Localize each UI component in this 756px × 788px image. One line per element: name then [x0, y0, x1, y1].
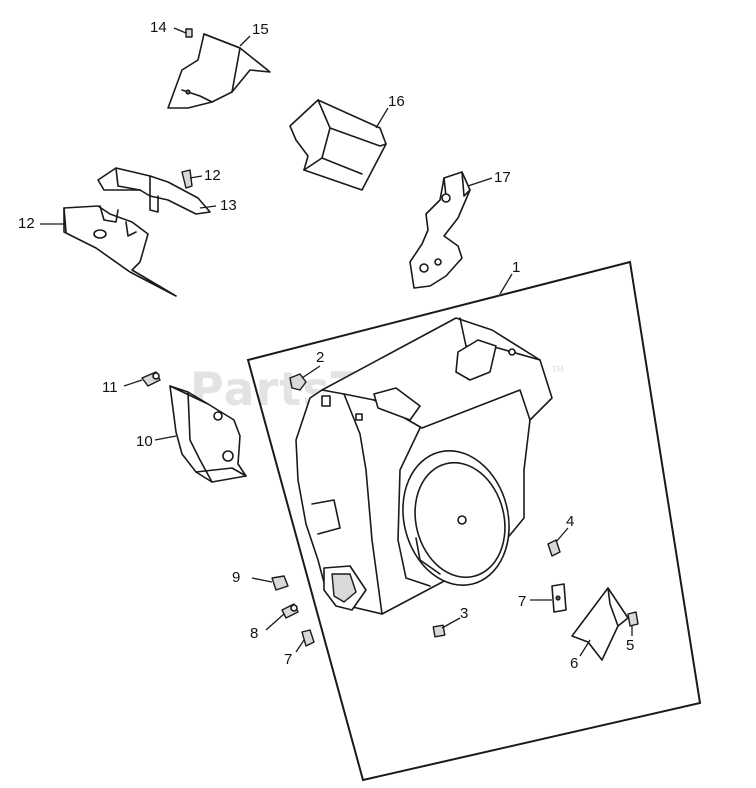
callout-16[interactable]: 15 — [252, 21, 269, 38]
part-15-screw[interactable] — [185, 28, 193, 38]
part-16-shield[interactable] — [167, 33, 271, 109]
callout-18[interactable]: 17 — [494, 169, 511, 186]
part-7-clip[interactable] — [551, 583, 567, 613]
callout-7[interactable]: 7 — [518, 593, 526, 610]
callout-6[interactable]: 6 — [570, 655, 578, 672]
assembly-frame — [246, 260, 702, 782]
part-17-baffle[interactable] — [289, 99, 387, 191]
callout-4[interactable]: 4 — [566, 513, 574, 530]
callout-3[interactable]: 3 — [460, 605, 468, 622]
part-14-bracket[interactable] — [97, 167, 211, 215]
callout-5[interactable]: 5 — [626, 637, 634, 654]
callout-13[interactable]: 12 — [18, 215, 35, 232]
callout-10[interactable]: 9 — [232, 569, 240, 586]
watermark-trademark: TM — [551, 365, 564, 374]
callout-1[interactable]: 1 — [512, 259, 520, 276]
part-9-stud[interactable] — [281, 603, 299, 619]
callout-12-top[interactable]: 12 — [204, 167, 221, 184]
part-12-top-screw[interactable] — [181, 169, 193, 189]
callout-2[interactable]: 2 — [316, 349, 324, 366]
part-8-fitting[interactable] — [301, 629, 315, 647]
callout-17[interactable]: 16 — [388, 93, 405, 110]
callout-9[interactable]: 8 — [250, 625, 258, 642]
part-4-screw[interactable] — [547, 539, 561, 557]
callout-12-left[interactable]: 11 — [102, 379, 118, 396]
part-5-screw[interactable] — [627, 611, 639, 627]
callout-14[interactable]: 13 — [220, 197, 237, 214]
part-1-blower-housing[interactable] — [295, 317, 553, 615]
part-3-nut[interactable] — [432, 624, 446, 638]
callout-labels: 14 15 16 12 13 12 17 1 2 11 10 9 8 7 3 4… — [18, 19, 634, 672]
callout-15[interactable]: 14 — [150, 19, 167, 36]
part-11-bracket[interactable] — [169, 385, 247, 483]
callout-11[interactable]: 10 — [136, 433, 153, 450]
part-18-bracket[interactable] — [409, 171, 471, 289]
callout-8[interactable]: 7 — [284, 651, 292, 668]
part-6-guard[interactable] — [571, 587, 629, 661]
leader-lines — [40, 27, 633, 657]
part-13-plate[interactable] — [63, 205, 177, 297]
part-10-bolt[interactable] — [271, 575, 289, 591]
part-12-left-screw[interactable] — [141, 371, 161, 387]
